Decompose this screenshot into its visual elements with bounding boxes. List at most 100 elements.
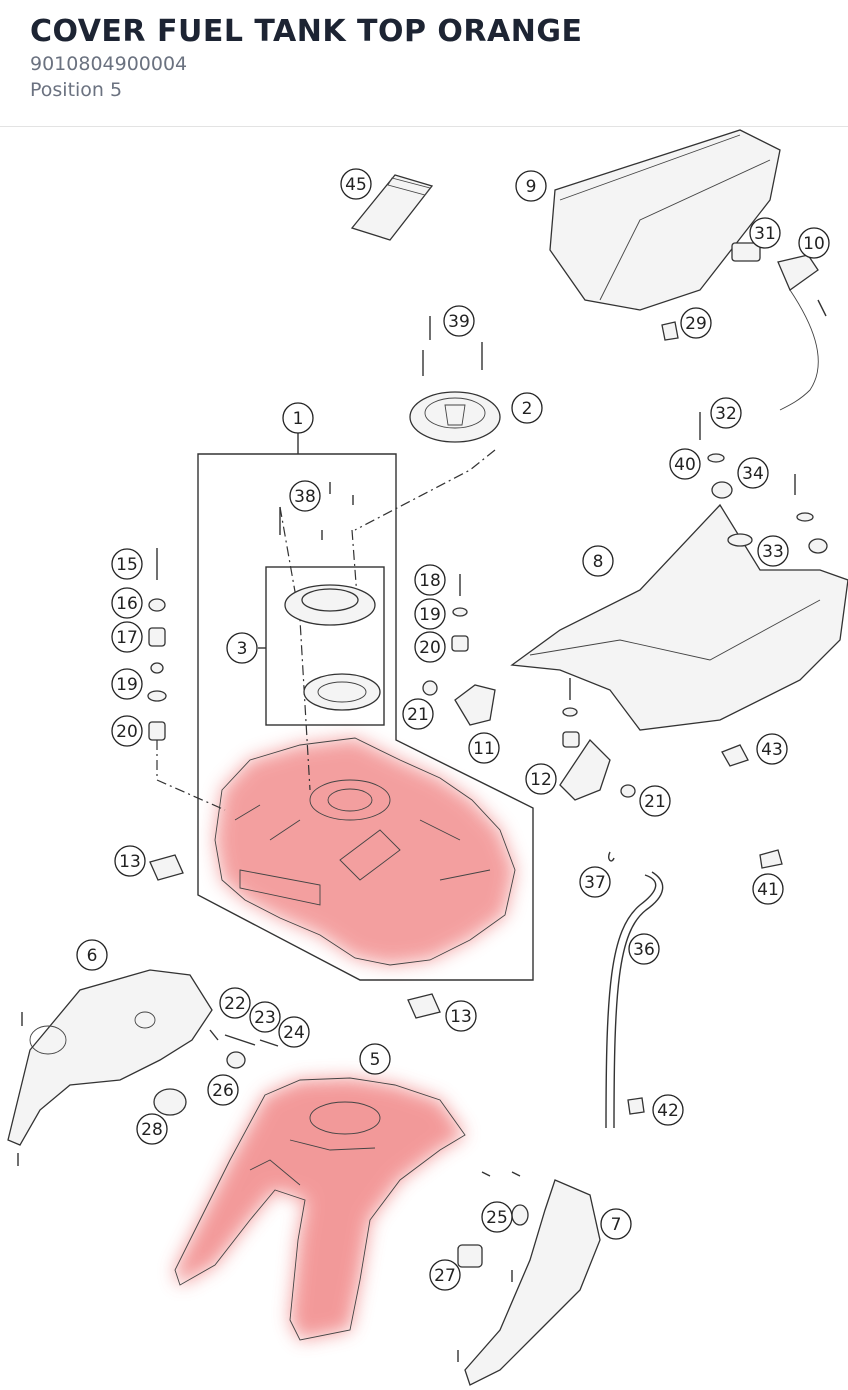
callout-number: 42: [657, 1101, 679, 1121]
callout-number: 38: [294, 487, 316, 507]
callout-33[interactable]: 33: [757, 535, 789, 567]
callout-45[interactable]: 45: [340, 168, 372, 200]
callout-21[interactable]: 21: [639, 785, 671, 817]
callout-9[interactable]: 9: [515, 170, 547, 202]
part-header: COVER FUEL TANK TOP ORANGE 9010804900004…: [0, 0, 848, 127]
callout-number: 45: [345, 175, 367, 195]
callout-number: 23: [254, 1008, 276, 1028]
callout-19[interactable]: 19: [414, 598, 446, 630]
callout-number: 27: [434, 1266, 456, 1286]
callout-32[interactable]: 32: [710, 397, 742, 429]
callout-41[interactable]: 41: [752, 873, 784, 905]
callout-20[interactable]: 20: [111, 715, 143, 747]
callout-number: 26: [212, 1081, 234, 1101]
callout-18[interactable]: 18: [414, 564, 446, 596]
assembly-3-frame: [265, 566, 385, 726]
callout-number: 31: [754, 224, 776, 244]
callout-number: 9: [526, 177, 537, 197]
callout-36[interactable]: 36: [628, 933, 660, 965]
assembly-1-frame: [197, 453, 534, 981]
callout-15[interactable]: 15: [111, 548, 143, 580]
callout-6[interactable]: 6: [76, 939, 108, 971]
callout-19[interactable]: 19: [111, 668, 143, 700]
callout-number: 12: [530, 770, 552, 790]
cover-part: [174, 1077, 466, 1341]
callout-40[interactable]: 40: [669, 448, 701, 480]
callout-number: 22: [224, 994, 246, 1014]
callout-number: 17: [116, 628, 138, 648]
callout-29[interactable]: 29: [680, 307, 712, 339]
panel-hardware: [153, 1029, 279, 1116]
screws-38: [279, 482, 354, 540]
callout-23[interactable]: 23: [249, 1001, 281, 1033]
callout-number: 43: [761, 740, 783, 760]
callout-12[interactable]: 12: [525, 763, 557, 795]
callout-20[interactable]: 20: [414, 631, 446, 663]
fuel-cap-part: [409, 391, 501, 443]
bracket-12-part: [559, 678, 636, 801]
clip-42: [627, 1097, 645, 1115]
callout-number: 34: [742, 464, 764, 484]
callout-number: 5: [370, 1050, 381, 1070]
callout-27[interactable]: 27: [429, 1259, 461, 1291]
callout-number: 10: [803, 234, 825, 254]
callout-28[interactable]: 28: [136, 1113, 168, 1145]
callout-25[interactable]: 25: [481, 1201, 513, 1233]
callout-7[interactable]: 7: [600, 1208, 632, 1240]
callout-1[interactable]: 1: [282, 402, 314, 434]
callout-number: 18: [419, 571, 441, 591]
highlight-cover: [175, 1078, 465, 1340]
callout-43[interactable]: 43: [756, 733, 788, 765]
side-panel-6: [7, 969, 213, 1166]
callout-number: 13: [119, 852, 141, 872]
callout-39[interactable]: 39: [443, 305, 475, 337]
callout-16[interactable]: 16: [111, 587, 143, 619]
rear-seat-part: [549, 129, 781, 311]
callout-2[interactable]: 2: [511, 392, 543, 424]
callout-3[interactable]: 3: [226, 632, 258, 664]
callout-22[interactable]: 22: [219, 987, 251, 1019]
rubber-29: [661, 321, 679, 341]
seat-lock-part: [731, 242, 827, 411]
callout-number: 15: [116, 555, 138, 575]
seat-hardware: [699, 412, 828, 554]
part-title: COVER FUEL TANK TOP ORANGE: [30, 14, 583, 49]
callout-21[interactable]: 21: [402, 698, 434, 730]
callout-number: 19: [419, 605, 441, 625]
callout-13[interactable]: 13: [445, 1000, 477, 1032]
callout-26[interactable]: 26: [207, 1074, 239, 1106]
connector-41: [759, 849, 783, 869]
callout-number: 19: [116, 675, 138, 695]
callout-10[interactable]: 10: [798, 227, 830, 259]
callout-11[interactable]: 11: [468, 732, 500, 764]
fuel-tank-part: [214, 737, 516, 966]
callout-42[interactable]: 42: [652, 1094, 684, 1126]
callout-number: 41: [757, 880, 779, 900]
side-panel-7: [457, 1171, 601, 1386]
mid-hardware-stack: [422, 574, 496, 726]
callout-13[interactable]: 13: [114, 845, 146, 877]
callout-24[interactable]: 24: [278, 1016, 310, 1048]
callout-number: 32: [715, 404, 737, 424]
callout-37[interactable]: 37: [579, 866, 611, 898]
screws-39: [422, 316, 483, 376]
part-number: 9010804900004: [30, 53, 188, 75]
callout-5[interactable]: 5: [359, 1043, 391, 1075]
callout-number: 25: [486, 1208, 508, 1228]
callout-number: 24: [283, 1023, 305, 1043]
callout-number: 21: [644, 792, 666, 812]
pad-13-left: [149, 854, 184, 881]
callout-17[interactable]: 17: [111, 621, 143, 653]
callout-number: 21: [407, 705, 429, 725]
callout-31[interactable]: 31: [749, 217, 781, 249]
callout-34[interactable]: 34: [737, 457, 769, 489]
hose-36: [605, 874, 657, 1129]
rider-seat-part: [510, 503, 848, 731]
callout-8[interactable]: 8: [582, 545, 614, 577]
callout-number: 29: [685, 314, 707, 334]
callout-number: 40: [674, 455, 696, 475]
clip-43: [721, 744, 749, 767]
callout-38[interactable]: 38: [289, 480, 321, 512]
callout-number: 16: [116, 594, 138, 614]
